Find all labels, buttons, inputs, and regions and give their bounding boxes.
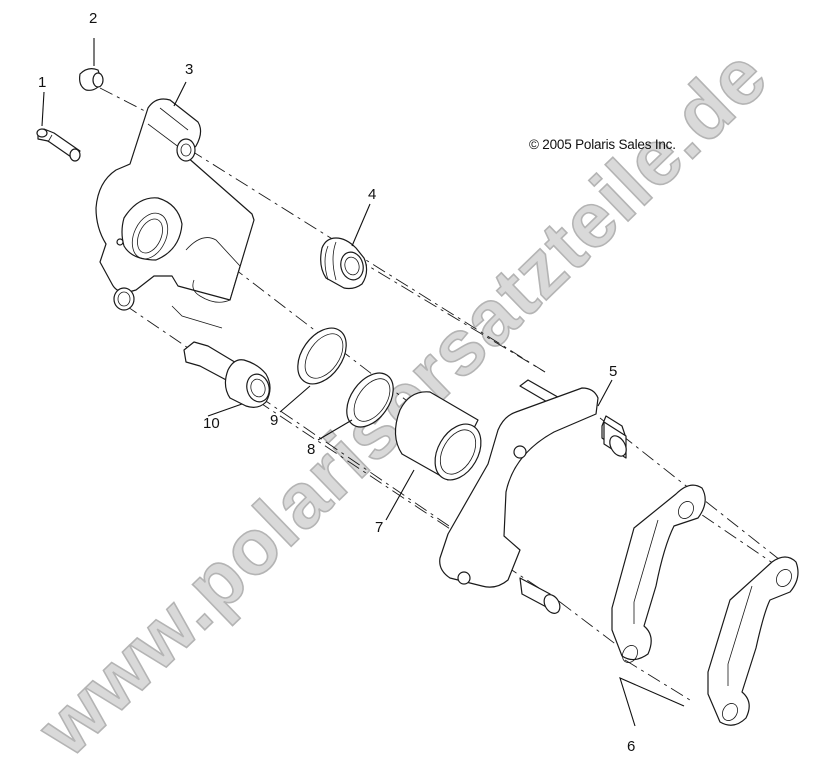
callouts: 1 2 3 4 5 6 7 8 9 10 — [38, 10, 635, 755]
callout-2: 2 — [89, 10, 97, 27]
part-piston-seal — [297, 327, 347, 385]
callout-4: 4 — [368, 186, 376, 203]
callout-10: 10 — [203, 415, 220, 432]
part-bleeder-cap — [79, 68, 104, 91]
callout-8: 8 — [307, 441, 315, 458]
part-caliper-body — [95, 98, 255, 329]
callout-5: 5 — [609, 363, 617, 380]
part-bleeder-screw — [36, 128, 81, 162]
part-pin-boot-upper — [320, 237, 368, 290]
copyright-notice: © 2005 Polaris Sales Inc. — [529, 137, 676, 152]
part-slide-pin-boot-lower — [183, 341, 271, 408]
callout-1: 1 — [38, 74, 46, 91]
part-brake-pads — [611, 484, 799, 726]
part-piston — [394, 391, 482, 481]
callout-7: 7 — [375, 519, 383, 536]
leader-lines — [41, 38, 685, 727]
callout-6: 6 — [627, 738, 635, 755]
part-caliper-bracket — [439, 379, 627, 614]
part-dust-seal — [346, 372, 394, 428]
callout-9: 9 — [270, 412, 278, 429]
callout-3: 3 — [185, 61, 193, 78]
